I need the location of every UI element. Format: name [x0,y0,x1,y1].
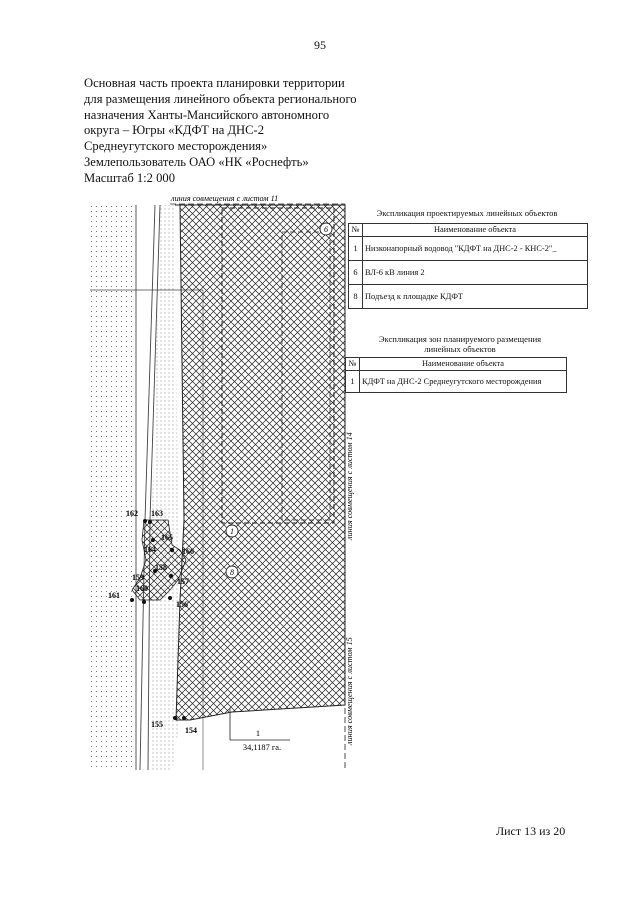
point-marker [168,573,174,579]
point-marker [151,538,155,542]
table-header-row: № Наименование объекта [348,223,588,237]
marker-6: 6 [319,222,333,236]
area-annotation: 1 34,1187 га. [229,708,290,752]
point-label: 156 [176,600,188,609]
point-marker [168,596,172,600]
table-zones-caption: Экспликация зон планируемого размещения … [378,334,542,354]
point-label: 165 [161,533,173,542]
table-linear-caption: Экспликация проектируемых линейных объек… [376,208,558,218]
point-label: 157 [177,577,189,586]
match-label-top: линия совмещения с листом 11 [170,194,278,203]
table-cell: 1 [348,236,363,261]
dashed-site-outline [221,207,335,524]
point-label: 161 [108,591,120,600]
point-label: 166 [182,547,194,556]
survey-points: 162 163 165 164 166 158 159 157 161 160 … [108,509,197,735]
table-cell: Низконапорный водовод "КДФТ на ДНС-2 - К… [362,236,588,261]
point-marker [153,569,157,573]
column-header: Наименование объекта [359,357,567,371]
area-number: 1 [256,729,260,738]
column-header: № [345,357,360,371]
table-cell: 1 [345,370,360,393]
heading-line: Основная часть проекта планировки террит… [84,76,345,90]
page-number: 95 [314,38,326,52]
point-label: 159 [132,573,144,582]
marker-1: 1 [225,524,239,538]
column-header: № [348,223,363,237]
svg-text:8: 8 [230,568,234,577]
heading-line: Среднеугутского месторождения» [84,139,268,154]
table-row: 8 Подъезд к площадке КДФТ [348,284,588,309]
point-marker [143,519,147,523]
table-row: 1 КДФТ на ДНС-2 Среднеугутского месторож… [345,370,567,393]
column-header: Наименование объекта [362,223,588,237]
table-cell: КДФТ на ДНС-2 Среднеугутского месторожде… [359,370,567,393]
point-label: 164 [144,545,156,554]
point-marker [142,600,146,604]
point-marker [173,716,177,720]
dotted-terrain-left [90,205,180,770]
heading-line: назначения Ханты-Мансийского автономного [84,107,330,122]
table-cell: Подъезд к площадке КДФТ [362,284,588,309]
point-marker [148,520,152,524]
svg-text:6: 6 [324,225,328,234]
point-label: 160 [136,584,148,593]
table-header-row: № Наименование объекта [345,357,567,371]
table-row: 6 ВЛ-6 кВ линия 2 [348,260,588,285]
point-label: 154 [185,726,197,735]
point-marker [130,598,134,602]
sheet-number: Лист 13 из 20 [496,824,566,838]
heading-line: округа – Югры «КДФТ на ДНС-2 [84,123,265,138]
marker-8: 8 [225,565,239,579]
point-label: 162 [126,509,138,518]
table-cell: 8 [348,284,363,309]
heading-line: Землепользователь ОАО «НК «Роснефть» [84,154,309,169]
territory-zone-1 [175,204,346,721]
match-label-right-upper: линия совмещения с листом 14 [345,432,354,541]
table-row: 1 Низконапорный водовод "КДФТ на ДНС-2 -… [348,236,588,261]
table-zones: № Наименование объекта 1 КДФТ на ДНС-2 С… [345,357,567,393]
heading-line: Масштаб 1:2 000 [84,170,176,185]
document-heading: Основная часть проекта планировки террит… [84,76,384,187]
table-cell: 6 [348,260,363,285]
table-cell: ВЛ-6 кВ линия 2 [362,260,588,285]
point-marker [182,716,186,720]
point-label: 155 [151,720,163,729]
dashed-inner-outline [281,231,331,521]
territory-parcels [131,519,187,601]
point-marker [169,547,175,553]
point-label: 163 [151,509,163,518]
point-label: 158 [155,563,167,572]
match-label-right-lower: линия совмещения с листом 15 [345,637,354,746]
svg-text:1: 1 [230,527,234,536]
area-value: 34,1187 га. [243,743,281,752]
heading-line: для размещения линейного объекта региона… [84,91,357,106]
table-linear-objects: № Наименование объекта 1 Низконапорный в… [348,223,588,309]
